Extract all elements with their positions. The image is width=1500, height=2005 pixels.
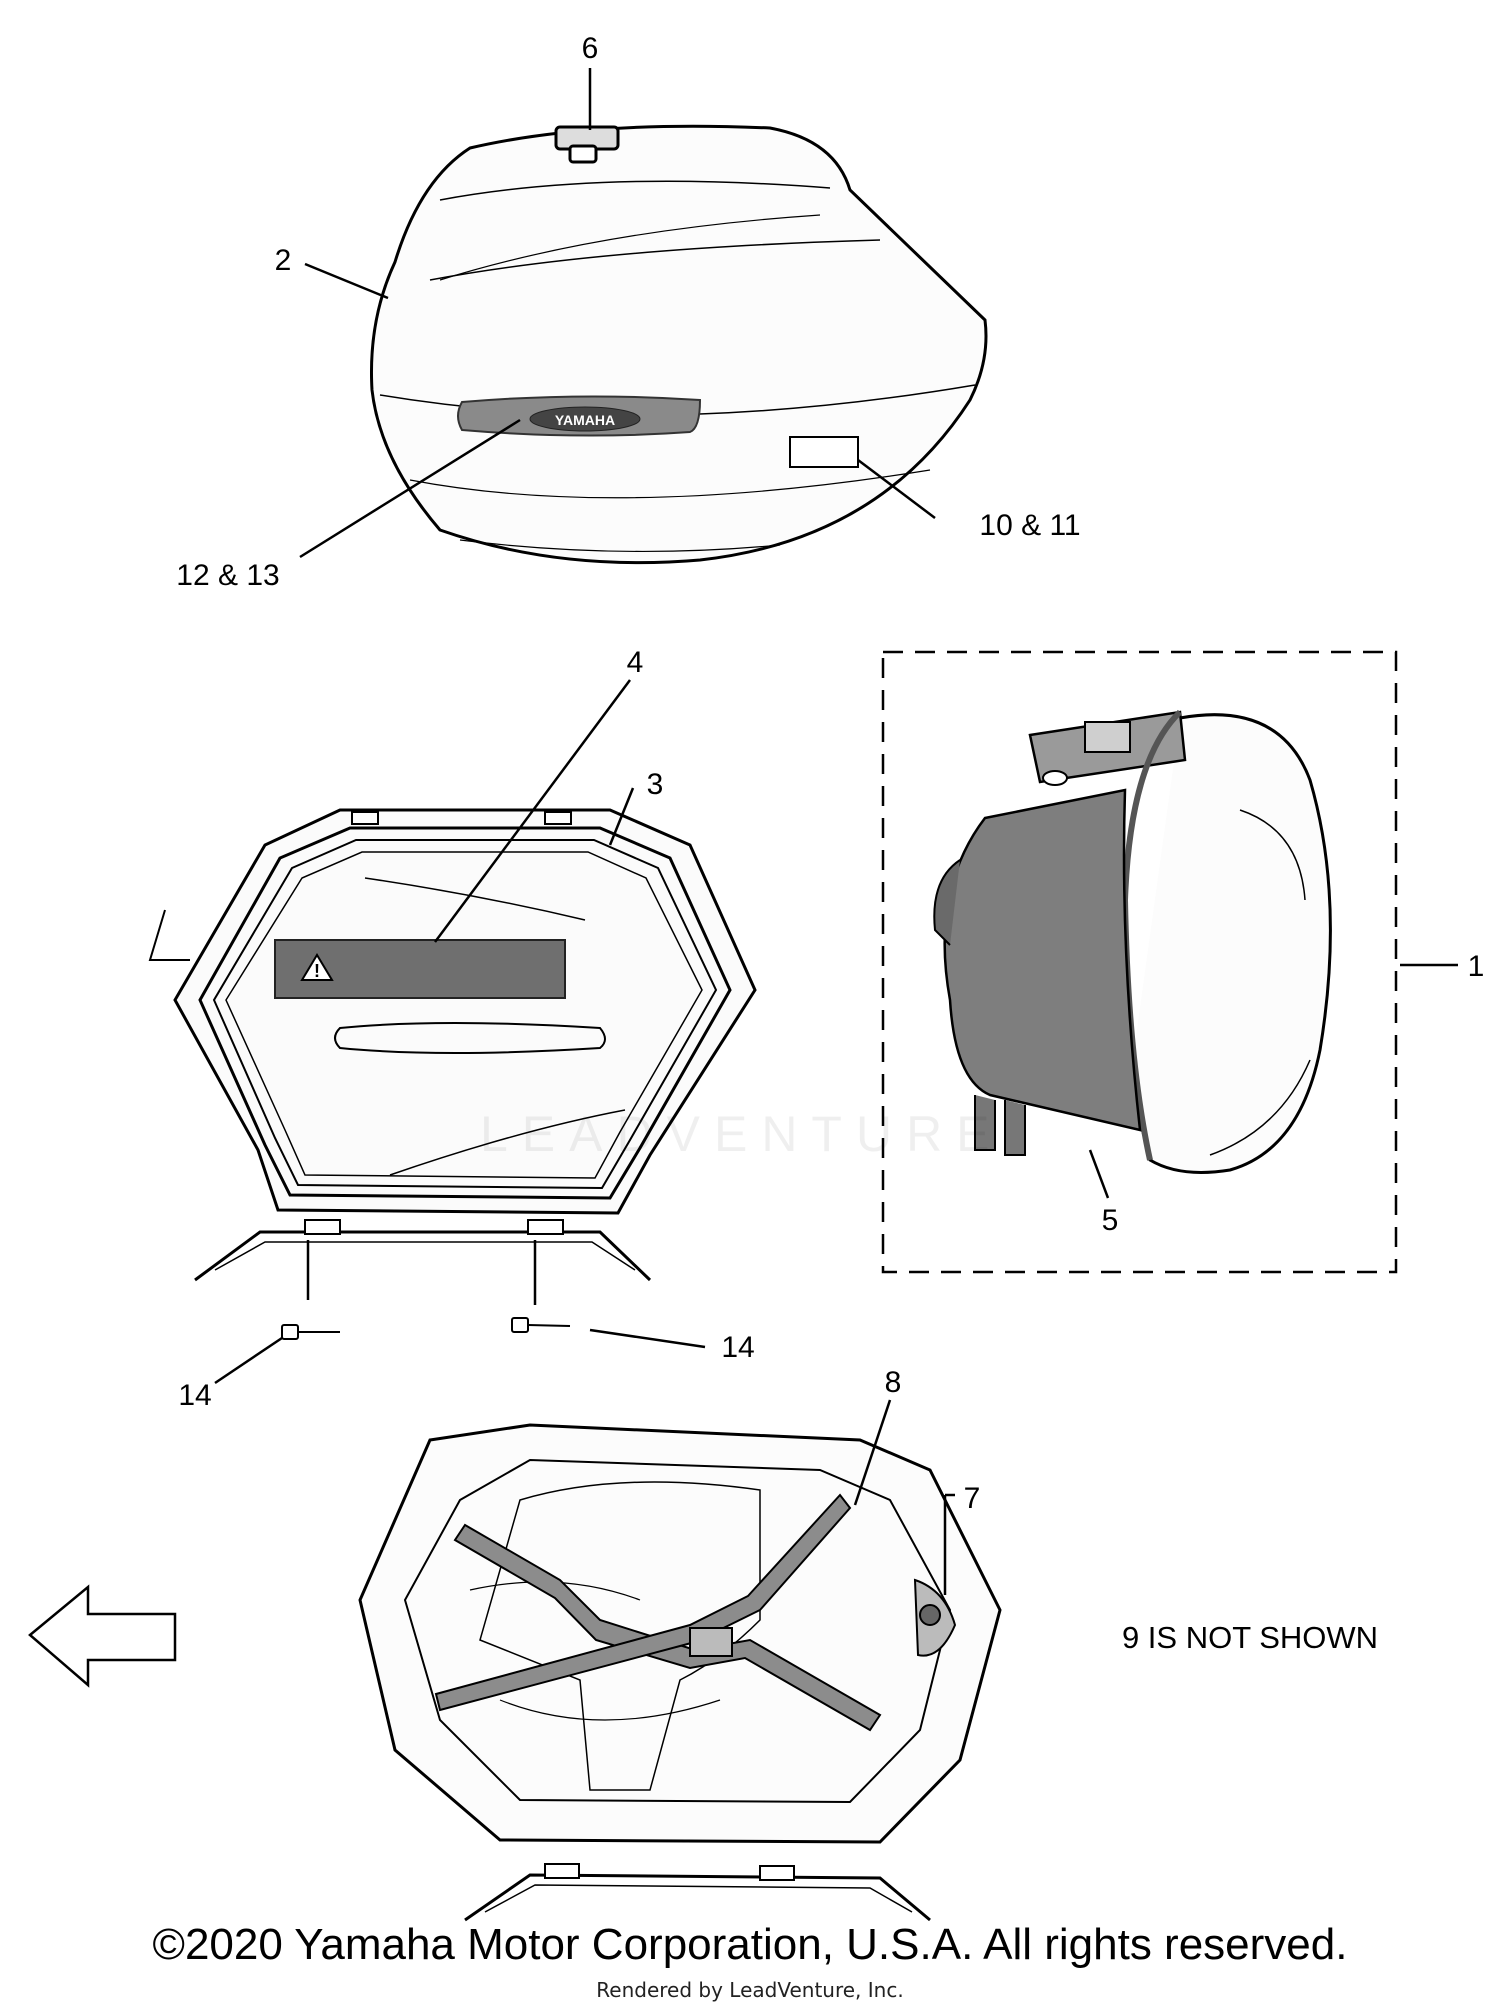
case-lid-inner [148, 808, 757, 1282]
strap-buckle [689, 1627, 733, 1657]
callout-6: 6 [582, 32, 599, 65]
warning-label [274, 939, 566, 999]
side-case-exterior [370, 124, 988, 565]
caution-decal [789, 436, 859, 468]
not-shown-note: 9 IS NOT SHOWN [1122, 1620, 1378, 1655]
callout-8: 8 [885, 1366, 902, 1399]
assembly-dashed-box [881, 650, 1398, 1274]
callout-12-13: 12 & 13 [176, 559, 279, 592]
leader-lines-top [299, 68, 936, 559]
front-arrow-icon [28, 1584, 177, 1688]
rendered-by-text: Rendered by LeadVenture, Inc. [596, 1978, 904, 2002]
callout-7: 7 [964, 1482, 981, 1515]
inner-bag [943, 788, 1142, 1132]
warning-symbol: ! [314, 961, 320, 981]
side-case-assembly [933, 709, 1332, 1174]
watermark: LEADVENTURE [480, 1106, 1004, 1162]
callout-14-right: 14 [721, 1331, 754, 1364]
callout-5: 5 [1102, 1204, 1119, 1237]
lid-seal [198, 826, 732, 1200]
open-case-interior [358, 1423, 1002, 1922]
callout-4: 4 [627, 646, 644, 679]
callout-3: 3 [647, 768, 664, 801]
leader-lines-bottom [853, 1399, 955, 1595]
callout-1: 1 [1468, 950, 1485, 983]
emblem-text: YAMAHA [555, 412, 615, 428]
strap-2 [434, 1493, 852, 1712]
callout-14-left: 14 [178, 1379, 211, 1412]
rivets [281, 1317, 571, 1340]
copyright-text: ©2020 Yamaha Motor Corporation, U.S.A. A… [152, 1920, 1348, 1969]
callout-2: 2 [275, 244, 292, 277]
leader-lines-middle [214, 679, 706, 1385]
callout-10-11: 10 & 11 [979, 509, 1080, 542]
leader-lines-right [1088, 963, 1458, 1199]
strap-1 [453, 1523, 882, 1732]
